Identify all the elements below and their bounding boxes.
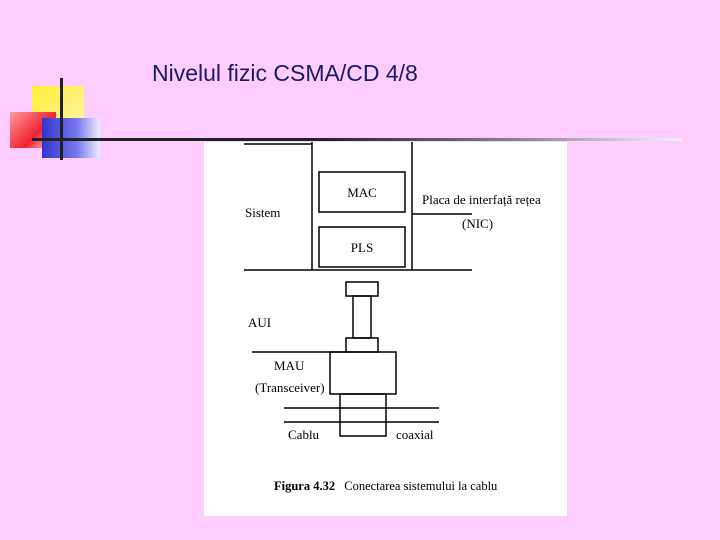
mau-label-line1: MAU [274, 358, 305, 373]
mac-box [318, 171, 406, 213]
caption-number: Figura 4.32 [274, 479, 335, 493]
slide-title: Nivelul fizic CSMA/CD 4/8 [152, 60, 418, 86]
aui-label: AUI [248, 315, 271, 330]
cablu-label: Cablu [288, 427, 320, 442]
aui-cable [352, 295, 372, 339]
figure-panel: MAC PLS Sistem Placa de interfață rețea … [204, 142, 567, 516]
sistem-label: Sistem [245, 205, 280, 220]
logo-vertical-bar [60, 78, 63, 160]
nic-label-line2: (NIC) [462, 216, 493, 231]
coaxial-label: coaxial [396, 427, 434, 442]
tap-box [339, 393, 387, 437]
aui-bottom-connector [345, 337, 379, 353]
nic-label-line1: Placa de interfață rețea [422, 192, 541, 207]
mau-box [329, 351, 397, 395]
mau-label-line2: (Transceiver) [255, 380, 325, 395]
logo-squares-icon [8, 78, 104, 164]
pls-label: PLS [351, 240, 373, 255]
pls-box [318, 226, 406, 268]
mac-label: MAC [347, 185, 377, 200]
figure-diagram: MAC PLS Sistem Placa de interfață rețea … [244, 142, 541, 493]
figure-caption: Figura 4.32 Conectarea sistemului la cab… [274, 479, 498, 493]
title-divider [32, 138, 682, 141]
caption-text: Conectarea sistemului la cablu [344, 479, 498, 493]
aui-top-connector [345, 281, 379, 297]
